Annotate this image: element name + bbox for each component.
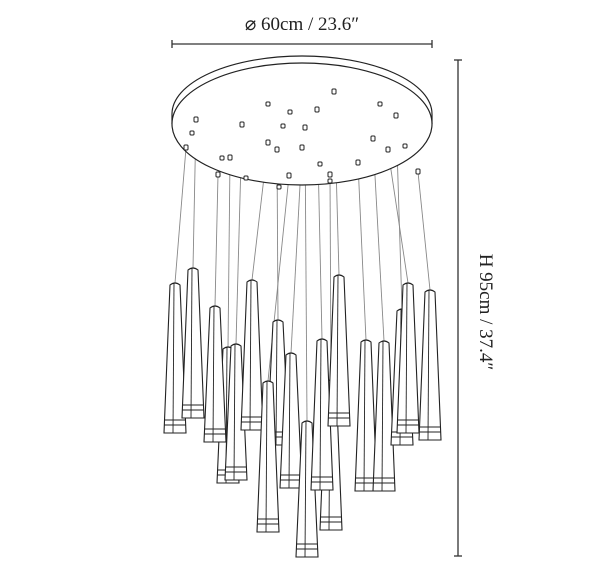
canopy (171, 55, 433, 186)
pendant-edge (233, 343, 236, 481)
wire-anchor (193, 116, 199, 123)
wire-anchor (314, 106, 320, 113)
canopy-fixings (183, 88, 421, 190)
fixing-dot (243, 175, 249, 181)
pendant-edge (212, 305, 215, 443)
pendant-5 (181, 267, 205, 419)
pendant-17 (396, 282, 420, 434)
pendant-body (310, 338, 334, 491)
pendant-9 (256, 380, 280, 533)
fixing-dot (265, 101, 271, 107)
wire-anchor (227, 154, 233, 161)
wire-anchor (302, 124, 308, 131)
canopy-disc (171, 62, 433, 186)
wire-anchor (355, 159, 361, 166)
height-label: H 95cm / 37.4″ (475, 254, 496, 371)
pendant-body (224, 343, 248, 481)
pendant-edge (275, 319, 278, 446)
wire-anchor (299, 144, 305, 151)
width-dimension: ⌀ 60cm / 23.6″ (171, 14, 433, 48)
pendant-edge (190, 267, 193, 419)
wire (214, 174, 219, 307)
wire-anchor (274, 146, 280, 153)
wire (174, 147, 187, 284)
pendant-edge (405, 282, 408, 434)
pendant-edge (288, 352, 291, 489)
wire (417, 171, 431, 291)
wire-anchor (415, 168, 421, 175)
wire-anchor (370, 135, 376, 142)
pendant-edge (363, 339, 366, 492)
wire-anchor (239, 121, 245, 128)
pendant-body (418, 289, 442, 441)
wire (387, 149, 409, 284)
pendant-18 (418, 289, 442, 441)
fixing-dot (287, 109, 293, 115)
fixing-dot (402, 143, 408, 149)
pendant-body (256, 380, 280, 533)
pendant-body (181, 267, 205, 419)
pendant-7 (224, 343, 248, 481)
pendant-edge (427, 289, 430, 441)
pendant-6 (203, 305, 227, 443)
pendant-4 (163, 282, 187, 434)
fixing-dot (377, 101, 383, 107)
pendant-body (203, 305, 227, 443)
wire (357, 162, 367, 341)
pendant-edge (336, 274, 339, 427)
wire-anchor (286, 172, 292, 179)
pendant-edge (304, 420, 307, 558)
pendant-13 (327, 274, 351, 427)
pendant-edge (172, 282, 175, 434)
pendant-body (327, 274, 351, 427)
pendant-edge (265, 380, 268, 533)
pendant-edge (319, 338, 322, 491)
pendant-edge (249, 279, 252, 431)
wire-anchor (385, 146, 391, 153)
diameter-label: ⌀ 60cm / 23.6″ (245, 14, 359, 35)
wire-anchor (393, 112, 399, 119)
wire-anchor (331, 88, 337, 95)
pendant-14 (354, 339, 378, 492)
pendant-15 (372, 340, 396, 492)
wire-anchor (327, 171, 333, 178)
pendant-8 (240, 279, 264, 431)
pendant-10 (279, 352, 303, 489)
fixing-dot (327, 178, 333, 184)
wire-anchor (183, 144, 189, 151)
fixing-dot (280, 123, 286, 129)
pendant-12 (310, 338, 334, 491)
wire-anchor (265, 139, 271, 146)
fixing-dot (317, 161, 323, 167)
pendant-body (396, 282, 420, 434)
pendants (163, 267, 442, 558)
pendant-body (240, 279, 264, 431)
height-dimension: H 95cm / 37.4″ (454, 59, 496, 557)
fixing-dot (276, 184, 282, 190)
pendant-body (372, 340, 396, 492)
fixing-dot (219, 155, 225, 161)
wire (227, 157, 231, 348)
wire-anchor (215, 171, 221, 178)
pendant-edge (381, 340, 384, 492)
fixing-dot (189, 130, 195, 136)
